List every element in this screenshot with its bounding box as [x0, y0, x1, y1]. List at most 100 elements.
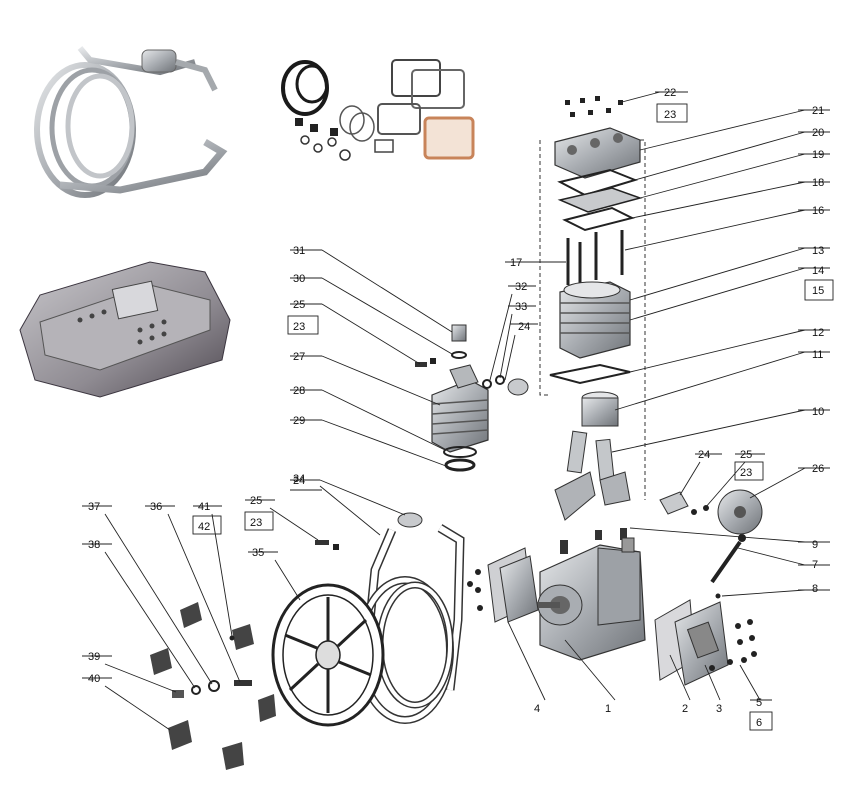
end-cap-26	[717, 489, 763, 535]
callout-28: 28	[290, 385, 446, 451]
part-number-label: 14	[812, 265, 824, 277]
part-number-label: 23	[664, 109, 676, 121]
callout-5: 5	[739, 664, 772, 709]
callout-8: 8	[721, 583, 830, 597]
cylinder-13	[559, 281, 631, 359]
callout-14: 14	[629, 265, 830, 321]
part-number-label: 1	[605, 703, 611, 715]
washer-30	[451, 351, 467, 359]
part-number-label: 20	[812, 127, 824, 139]
seal-block	[330, 128, 338, 136]
part-number-label: 7	[812, 559, 818, 571]
callout-42: 42	[192, 515, 222, 535]
leader-line	[621, 91, 661, 103]
part-number-label: 18	[812, 177, 824, 189]
leader-line	[321, 277, 453, 355]
leader-line	[104, 513, 213, 685]
bolts-25a	[415, 358, 436, 367]
callout-23: 23	[734, 461, 764, 481]
part-number-label: 42	[198, 521, 210, 533]
leader-line	[669, 654, 691, 701]
part-number-label: 6	[756, 717, 762, 729]
part-number-label: 10	[812, 406, 824, 418]
callout-7: 7	[737, 547, 830, 571]
callout-34: 34	[290, 473, 381, 536]
part-number-label: 31	[293, 245, 305, 257]
gasket-plate	[391, 59, 441, 97]
leader-line	[167, 513, 241, 683]
part-number-label: 8	[812, 583, 818, 595]
callout-37: 37	[82, 501, 213, 685]
photo-coiled-tube	[34, 46, 228, 198]
callout-40: 40	[82, 673, 171, 731]
part-number-label: 23	[293, 321, 305, 333]
reed-strips	[374, 139, 394, 153]
part-number-label: 9	[812, 539, 818, 551]
flange-gasket-24a	[507, 378, 529, 396]
part-number-label: 11	[812, 349, 823, 361]
leader-line	[611, 409, 806, 453]
gasket-copper	[423, 116, 475, 160]
callout-17: 17	[505, 257, 566, 269]
callout-9: 9	[629, 527, 830, 551]
part-number-label: 35	[252, 547, 264, 559]
o-ring-29	[444, 458, 476, 472]
callout-24: 24	[679, 449, 722, 496]
valve-reed	[111, 280, 159, 320]
gasket-28	[443, 446, 477, 458]
callout-13: 13	[629, 245, 830, 301]
leader-line	[629, 247, 806, 301]
callout-3: 3	[704, 664, 722, 715]
part-number-label: 27	[293, 351, 305, 363]
callout-30: 30	[290, 273, 453, 355]
part-number-label: 4	[534, 703, 540, 715]
part-number-label: 26	[812, 463, 824, 475]
belt-guard-brackets	[150, 602, 276, 770]
dipstick-7	[710, 534, 746, 584]
leader-line	[269, 507, 319, 541]
piston-ring	[349, 112, 375, 142]
washer	[339, 149, 351, 161]
callout-6: 6	[749, 711, 773, 731]
part-number-label: 39	[88, 651, 100, 663]
callout-38: 38	[82, 539, 196, 689]
flange-gasket-24b	[397, 512, 423, 528]
part-number-label: 36	[150, 501, 162, 513]
bolts-25c	[315, 540, 339, 550]
o-ring	[295, 64, 329, 104]
callout-12: 12	[629, 327, 830, 373]
leader-line	[631, 181, 806, 219]
o-ring-8	[715, 593, 721, 599]
callout-25: 25	[245, 495, 319, 541]
callout-26: 26	[749, 463, 830, 499]
part-number-label: 29	[293, 415, 305, 427]
leader-line	[319, 485, 381, 536]
label-box	[734, 461, 764, 481]
label-box	[244, 511, 274, 531]
callout-15: 15	[804, 279, 834, 301]
leader-line	[504, 334, 516, 381]
washer	[313, 143, 323, 153]
gasket-18	[562, 206, 635, 232]
callout-16: 16	[624, 205, 830, 251]
part-number-label: 38	[88, 539, 100, 551]
head-bolts-22	[565, 96, 623, 117]
part-number-label: 28	[293, 385, 305, 397]
part-number-label: 25	[250, 495, 262, 507]
leader-line	[274, 559, 301, 601]
part-number-label: 22	[664, 87, 676, 99]
flywheel-35	[271, 583, 385, 727]
leader-line	[564, 639, 616, 701]
tube-arm	[59, 138, 228, 194]
callout-11: 11	[614, 349, 830, 411]
part-number-label: 41	[198, 501, 210, 513]
leader-line	[624, 209, 806, 251]
head-studs-16-17	[566, 230, 624, 290]
callout-33: 33	[499, 301, 536, 379]
leader-line	[749, 467, 806, 499]
callout-24: 24	[290, 475, 406, 516]
leader-line	[321, 249, 453, 333]
part-number-label: 21	[812, 105, 824, 117]
leader-line	[639, 153, 806, 199]
leader-line	[489, 293, 513, 381]
